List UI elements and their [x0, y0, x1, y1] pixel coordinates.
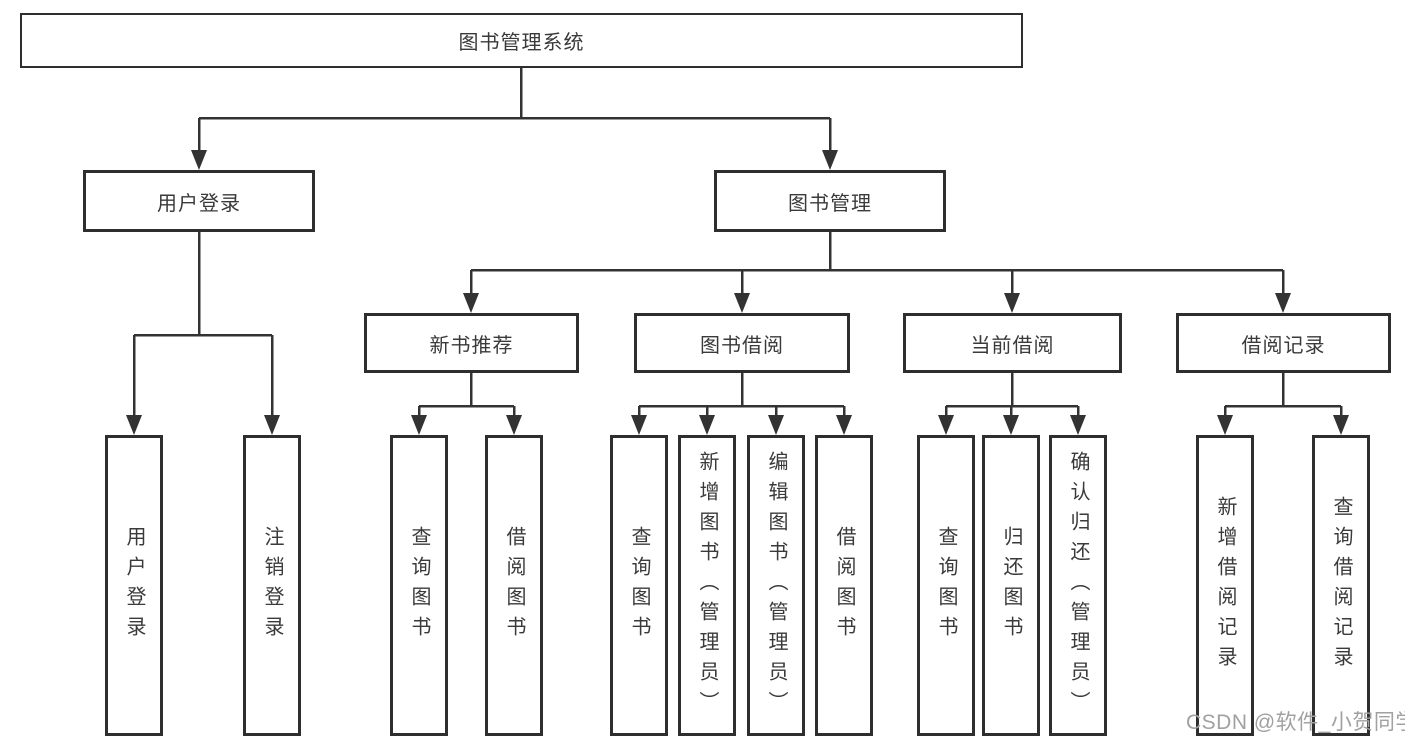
node-label: 查询图书	[408, 525, 430, 646]
node-label: 借阅记录	[1241, 334, 1326, 357]
node-label: 查询图书	[935, 525, 957, 646]
node-label: 查询借阅记录	[1330, 495, 1352, 676]
leaf-logout: 注销登录	[243, 435, 301, 736]
node-library-management-system: 图书管理系统	[20, 13, 1023, 68]
node-label: 新增图书（管理员）	[696, 450, 718, 721]
node-label: 新增借阅记录	[1214, 495, 1236, 676]
leaf-add-book-admin: 新增图书（管理员）	[678, 435, 736, 736]
node-new-book-recommendation: 新书推荐	[364, 313, 579, 373]
node-label: 确认归还（管理员）	[1067, 450, 1089, 721]
node-label: 借阅图书	[503, 525, 525, 646]
node-book-borrowing: 图书借阅	[634, 313, 850, 373]
node-book-management: 图书管理	[714, 170, 946, 232]
leaf-edit-book-admin: 编辑图书（管理员）	[747, 435, 805, 736]
node-label: 当前借阅	[970, 334, 1055, 357]
csdn-watermark: CSDN @软件_小贺同学	[1186, 711, 1405, 734]
node-label: 注销登录	[261, 525, 283, 646]
node-label: 查询图书	[628, 525, 650, 646]
node-label: 归还图书	[1000, 525, 1022, 646]
leaf-add-borrow-record: 新增借阅记录	[1196, 435, 1254, 736]
node-label: 图书管理	[788, 192, 872, 215]
node-borrowing-records: 借阅记录	[1176, 313, 1391, 373]
leaf-query-books-current: 查询图书	[917, 435, 975, 736]
leaf-borrow-books-borrowing: 借阅图书	[815, 435, 873, 736]
node-label: 图书管理系统	[458, 32, 585, 54]
node-label: 新书推荐	[429, 334, 514, 357]
leaf-confirm-return-admin: 确认归还（管理员）	[1049, 435, 1107, 736]
connector-path	[132, 68, 1343, 417]
node-label: 图书借阅	[700, 334, 784, 357]
node-label: 借阅图书	[833, 525, 855, 646]
node-current-borrowing: 当前借阅	[903, 313, 1122, 373]
node-label: 用户登录	[123, 525, 145, 646]
leaf-return-books: 归还图书	[982, 435, 1040, 736]
leaf-borrow-books-recommend: 借阅图书	[485, 435, 543, 736]
leaf-query-books-borrowing: 查询图书	[610, 435, 668, 736]
node-label: 用户登录	[157, 192, 241, 215]
node-user-login: 用户登录	[83, 170, 315, 232]
node-label: 编辑图书（管理员）	[765, 450, 787, 721]
leaf-query-borrow-record: 查询借阅记录	[1312, 435, 1370, 736]
leaf-user-login: 用户登录	[105, 435, 163, 736]
leaf-query-books-recommend: 查询图书	[390, 435, 448, 736]
